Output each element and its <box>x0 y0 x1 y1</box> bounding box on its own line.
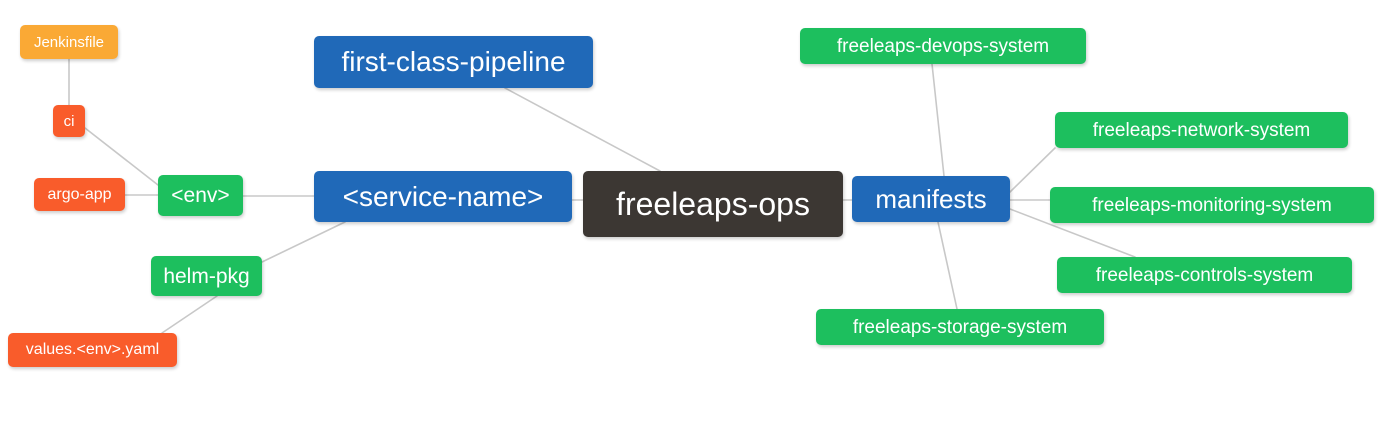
mindmap-node-label-freeleaps-monitoring-system: freeleaps-monitoring-system <box>1092 194 1332 216</box>
mindmap-node-label-first-class-pipeline: first-class-pipeline <box>341 46 566 77</box>
mindmap-node-label-values-env-yaml: values.<env>.yaml <box>25 341 160 358</box>
mindmap-node-freeleaps-controls-system[interactable]: freeleaps-controls-system <box>1057 257 1352 293</box>
mindmap-edge-first-class-pipeline-to-freeleaps-ops <box>504 87 661 172</box>
mindmap-edge-freeleaps-devops-system-to-manifests <box>931 63 945 177</box>
mindmap-edge-values-env-yaml-to-helm-pkg <box>161 295 218 334</box>
mindmap-node-freeleaps-devops-system[interactable]: freeleaps-devops-system <box>800 28 1086 64</box>
mindmap-node-jenkinsfile[interactable]: Jenkinsfile <box>20 25 118 59</box>
mindmap-node-label-service-name: <service-name> <box>342 180 544 212</box>
mindmap-node-label-manifests: manifests <box>875 184 987 214</box>
mindmap-node-manifests[interactable]: manifests <box>852 176 1010 222</box>
mindmap-node-service-name[interactable]: <service-name> <box>314 171 572 222</box>
mindmap-node-label-freeleaps-controls-system: freeleaps-controls-system <box>1095 264 1314 286</box>
mindmap-edge-helm-pkg-to-service-name <box>261 221 346 263</box>
mindmap-node-label-helm-pkg: helm-pkg <box>163 264 250 288</box>
mindmap-node-ci[interactable]: ci <box>53 105 85 137</box>
mindmap-edge-freeleaps-network-system-to-manifests <box>1009 147 1056 193</box>
mindmap-node-env[interactable]: <env> <box>158 175 243 216</box>
mindmap-node-label-argo-app: argo-app <box>47 185 112 203</box>
mindmap-node-label-env: <env> <box>171 184 230 207</box>
mindmap-node-values-env-yaml[interactable]: values.<env>.yaml <box>8 333 177 367</box>
mindmap-node-label-freeleaps-devops-system: freeleaps-devops-system <box>836 35 1050 57</box>
mindmap-node-label-freeleaps-storage-system: freeleaps-storage-system <box>852 316 1068 338</box>
mindmap-node-helm-pkg[interactable]: helm-pkg <box>151 256 262 296</box>
mindmap-node-first-class-pipeline[interactable]: first-class-pipeline <box>314 36 593 88</box>
mindmap-edge-freeleaps-storage-system-to-manifests <box>937 221 958 310</box>
mindmap-node-freeleaps-network-system[interactable]: freeleaps-network-system <box>1055 112 1348 148</box>
mindmap-node-label-freeleaps-network-system: freeleaps-network-system <box>1092 119 1311 141</box>
mindmap-node-freeleaps-monitoring-system[interactable]: freeleaps-monitoring-system <box>1050 187 1374 223</box>
mindmap-node-label-ci: ci <box>63 112 75 130</box>
mindmap-node-label-freeleaps-ops: freeleaps-ops <box>616 186 810 222</box>
mindmap-node-freeleaps-storage-system[interactable]: freeleaps-storage-system <box>816 309 1104 345</box>
mindmap-node-freeleaps-ops[interactable]: freeleaps-ops <box>583 171 843 237</box>
mindmap-edge-ci-to-env <box>84 127 159 186</box>
mindmap-node-label-jenkinsfile: Jenkinsfile <box>33 33 105 51</box>
mindmap-node-argo-app[interactable]: argo-app <box>34 178 125 211</box>
